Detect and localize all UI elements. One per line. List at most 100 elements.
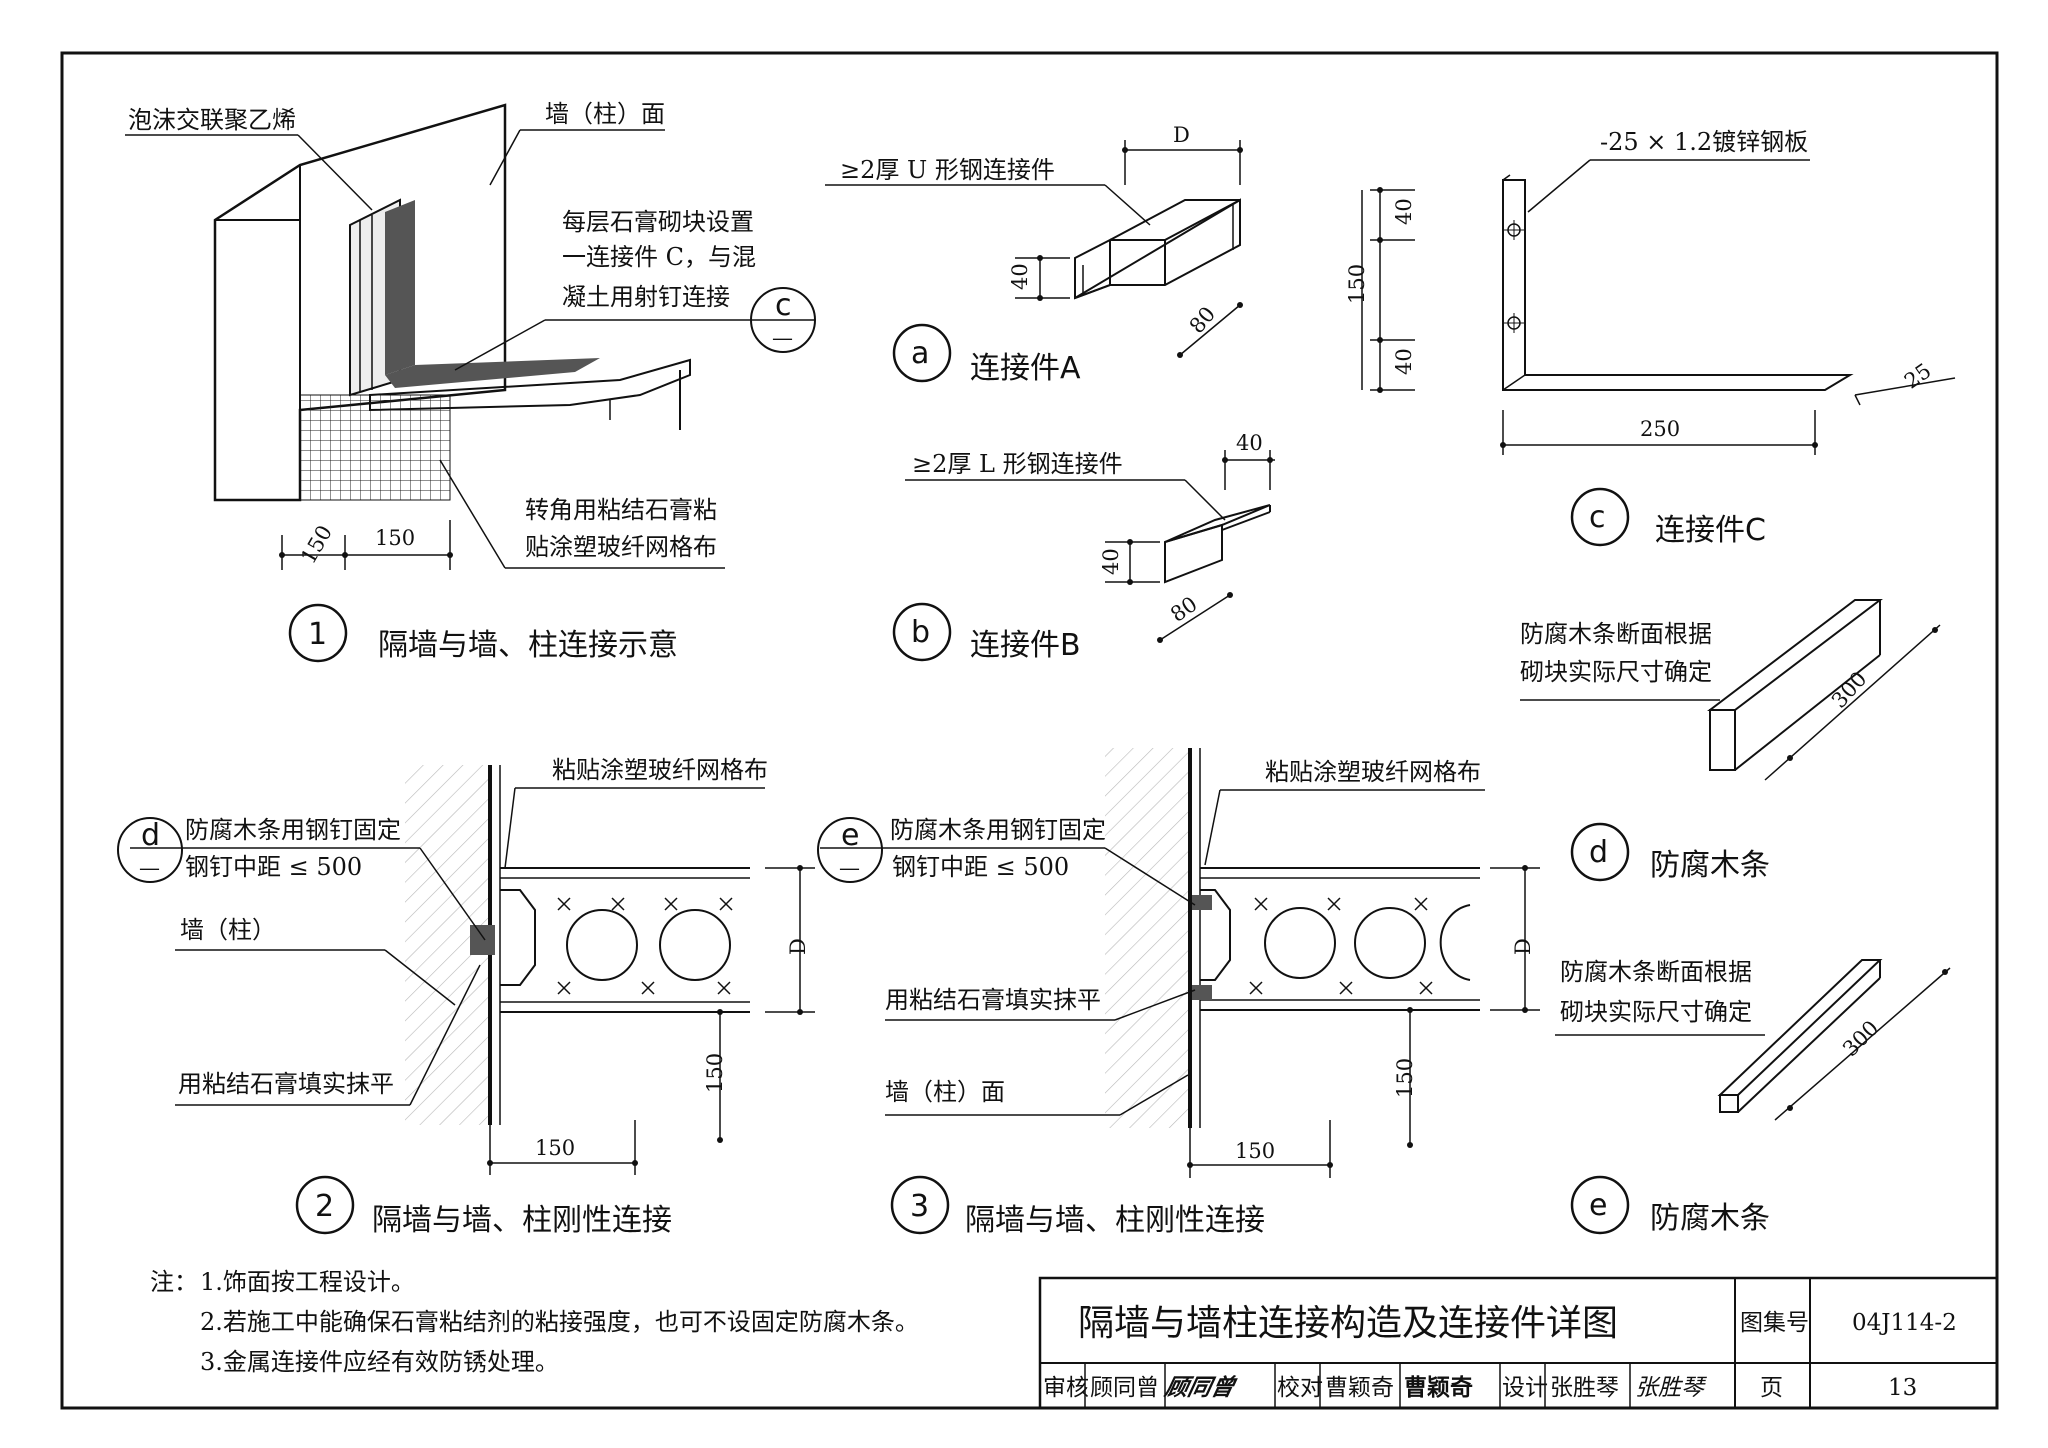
figc-caption: 连接件C bbox=[1655, 513, 1766, 548]
fig2-label-wall: 墙（柱） bbox=[180, 916, 276, 944]
fig1-ref-dash: — bbox=[772, 326, 793, 350]
fig1-connector-note-2: 一连接件 C，与混 bbox=[562, 243, 756, 271]
figb-dim-40-top: 40 bbox=[1236, 431, 1263, 455]
figa-dim-40: 40 bbox=[1008, 263, 1032, 290]
fig1-caption: 隔墙与墙、柱连接示意 bbox=[378, 628, 678, 663]
designer-name: 张胜琴 bbox=[1550, 1375, 1619, 1401]
figd-letter-circle bbox=[1570, 822, 1630, 882]
fig1-label-wall-face: 墙（柱）面 bbox=[545, 100, 665, 128]
fige-letter-circle bbox=[1570, 1175, 1630, 1235]
figa-dim-d: D bbox=[1173, 123, 1190, 147]
design-label: 设计 bbox=[1502, 1375, 1548, 1401]
figc-dim-150: 150 bbox=[1345, 264, 1369, 304]
figd-dim-300: 300 bbox=[1827, 667, 1872, 713]
fig1-dim-b: 150 bbox=[375, 526, 415, 550]
fig3-number: 3 bbox=[910, 1189, 929, 1224]
fig2-ref-dash: — bbox=[139, 856, 160, 880]
fig1-ref-letter: c bbox=[775, 288, 792, 323]
fige-note-1: 防腐木条断面根据 bbox=[1560, 958, 1752, 986]
figa-label: ≥2厚 U 形钢连接件 bbox=[840, 156, 1055, 184]
fig1-corner-note-1: 转角用粘结石膏粘 bbox=[525, 496, 717, 524]
atlas-label: 图集号 bbox=[1740, 1310, 1809, 1336]
fig1-dim-a: 150 bbox=[296, 521, 337, 568]
fig2-label-fill: 用粘结石膏填实抹平 bbox=[178, 1070, 394, 1098]
figa-caption: 连接件A bbox=[970, 351, 1081, 386]
figb-letter-circle bbox=[892, 602, 952, 662]
fig1-connector-note-3: 凝土用射钉连接 bbox=[562, 283, 730, 311]
fig3-number-circle bbox=[890, 1175, 950, 1235]
fig2-dim-150-v: 150 bbox=[703, 1053, 727, 1093]
fig3-ref-dash: — bbox=[839, 856, 860, 880]
fig3-label-fill: 用粘结石膏填实抹平 bbox=[885, 986, 1101, 1014]
fig2-number: 2 bbox=[315, 1189, 334, 1224]
figd-note-1: 防腐木条断面根据 bbox=[1520, 620, 1712, 648]
figb-caption: 连接件B bbox=[970, 628, 1081, 663]
reviewer-signature: 顾同曾 bbox=[1161, 1374, 1239, 1401]
checker-name: 曹颖奇 bbox=[1325, 1375, 1394, 1401]
fig2-number-circle bbox=[295, 1175, 355, 1235]
note-item-2: 2.若施工中能确保石膏粘结剂的粘接强度，也可不设固定防腐木条。 bbox=[200, 1308, 919, 1336]
drawing-title: 隔墙与墙柱连接构造及连接件详图 bbox=[1078, 1303, 1618, 1344]
figd-note-2: 砌块实际尺寸确定 bbox=[1520, 658, 1712, 686]
figc-letter: c bbox=[1589, 500, 1606, 535]
figa-letter-circle bbox=[892, 323, 952, 383]
figure-b-l-connector bbox=[905, 450, 1275, 643]
fige-note-2: 砌块实际尺寸确定 bbox=[1560, 998, 1752, 1026]
check-label: 校对 bbox=[1277, 1375, 1323, 1401]
fig3-label-nail-2: 钢钉中距 ≤ 500 bbox=[892, 853, 1069, 881]
fig3-ref-letter: e bbox=[841, 818, 859, 853]
fige-caption: 防腐木条 bbox=[1650, 1201, 1770, 1236]
checker-signature: 曹颖奇 bbox=[1404, 1374, 1473, 1401]
fig3-label-nail-1: 防腐木条用钢钉固定 bbox=[890, 816, 1106, 844]
fig3-dim-150-h: 150 bbox=[1235, 1139, 1275, 1163]
figc-dim-40-bottom: 40 bbox=[1392, 348, 1416, 375]
figa-dim-80: 80 bbox=[1185, 302, 1221, 338]
figc-dim-25: 25 bbox=[1900, 359, 1936, 394]
figd-caption: 防腐木条 bbox=[1650, 848, 1770, 883]
fige-letter: e bbox=[1589, 1188, 1607, 1223]
fig3-label-wall-face: 墙（柱）面 bbox=[885, 1078, 1005, 1106]
figure-e-wood-strip bbox=[1555, 959, 1951, 1121]
title-block bbox=[1038, 1276, 1999, 1410]
note-item-3: 3.金属连接件应经有效防锈处理。 bbox=[200, 1348, 559, 1376]
fig1-label-foam: 泡沫交联聚乙烯 bbox=[128, 106, 296, 134]
figc-dim-250: 250 bbox=[1640, 417, 1680, 441]
fig1-number: 1 bbox=[308, 617, 327, 652]
figure-d-wood-strip bbox=[1520, 599, 1941, 781]
figa-letter: a bbox=[911, 336, 929, 371]
figure-a-u-connector bbox=[825, 140, 1243, 358]
fig1-connector-note-1: 每层石膏砌块设置 bbox=[562, 208, 754, 236]
fige-dim-300: 300 bbox=[1838, 1016, 1883, 1061]
fig3-dim-150-v: 150 bbox=[1393, 1058, 1417, 1098]
figure-c-l-plate bbox=[1361, 159, 1956, 455]
fig3-caption: 隔墙与墙、柱刚性连接 bbox=[965, 1203, 1265, 1238]
figure-2-section bbox=[117, 765, 815, 1175]
designer-signature: 张胜琴 bbox=[1635, 1375, 1707, 1401]
fig2-label-nail-1: 防腐木条用钢钉固定 bbox=[185, 816, 401, 844]
figd-letter: d bbox=[1589, 835, 1608, 870]
fig2-caption: 隔墙与墙、柱刚性连接 bbox=[372, 1203, 672, 1238]
figure-1-isometric bbox=[125, 103, 816, 570]
page-number: 13 bbox=[1888, 1375, 1917, 1401]
reviewer-name: 顾同曾 bbox=[1090, 1375, 1159, 1401]
review-label: 审核 bbox=[1043, 1375, 1089, 1401]
notes-prefix: 注： bbox=[150, 1268, 198, 1296]
fig2-dim-d: D bbox=[786, 938, 810, 955]
fig1-corner-note-2: 贴涂塑玻纤网格布 bbox=[525, 533, 717, 561]
page-label: 页 bbox=[1760, 1375, 1783, 1401]
fig2-dim-150-h: 150 bbox=[535, 1136, 575, 1160]
figc-letter-circle bbox=[1570, 487, 1630, 547]
fig3-dim-d: D bbox=[1511, 938, 1535, 955]
figure-3-section bbox=[817, 748, 1540, 1178]
fig2-label-nail-2: 钢钉中距 ≤ 500 bbox=[185, 853, 362, 881]
note-item-1: 1.饰面按工程设计。 bbox=[200, 1268, 415, 1296]
fig2-ref-letter: d bbox=[141, 818, 160, 853]
sheet-border bbox=[60, 51, 1999, 1410]
atlas-number: 04J114-2 bbox=[1852, 1310, 1957, 1336]
fig3-label-mesh: 粘贴涂塑玻纤网格布 bbox=[1265, 758, 1481, 786]
figc-label: -25 × 1.2镀锌钢板 bbox=[1600, 128, 1808, 156]
fig1-number-circle bbox=[288, 603, 348, 663]
figb-letter: b bbox=[911, 615, 930, 650]
figb-dim-80: 80 bbox=[1166, 592, 1202, 627]
